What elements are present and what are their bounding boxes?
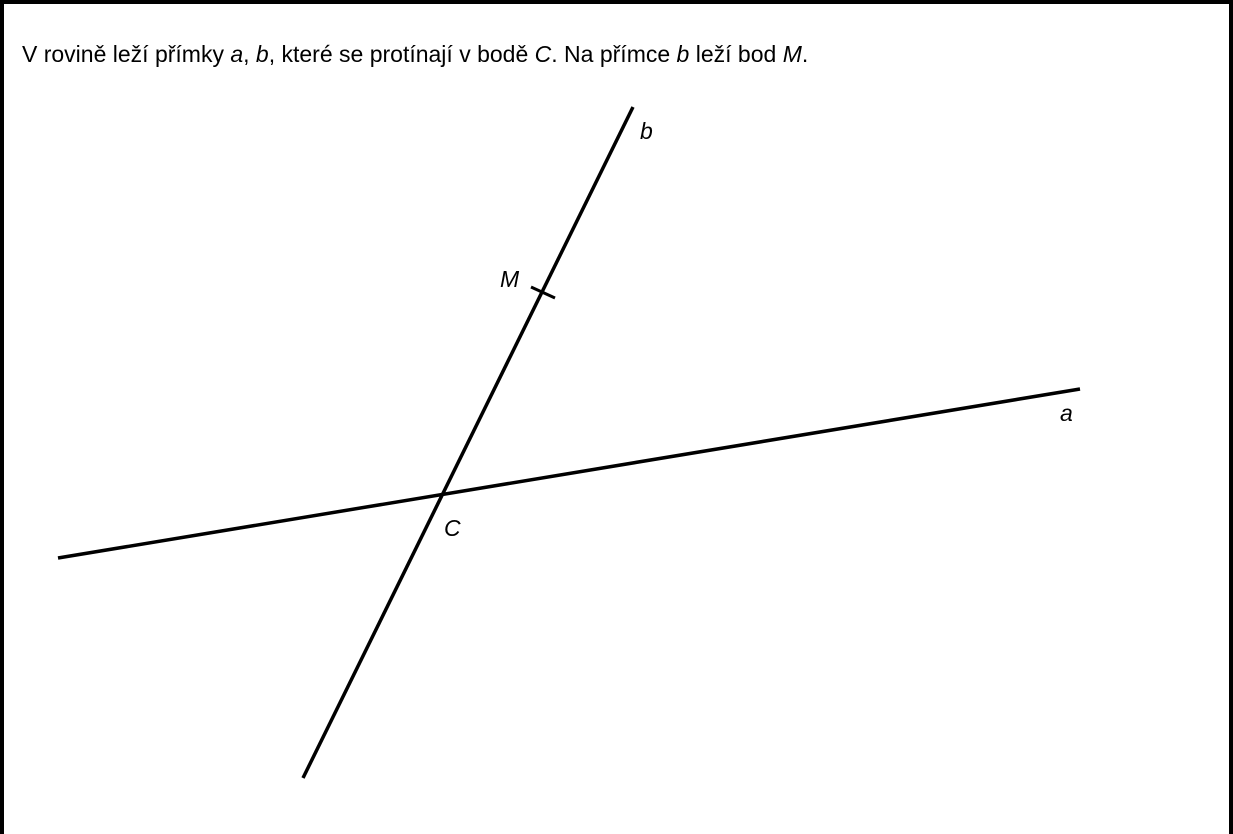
- statement-var-b: b: [255, 41, 269, 67]
- point-c-label: C: [444, 515, 461, 541]
- statement-var-m: M: [782, 41, 802, 67]
- statement-text-4: leží bod: [689, 41, 783, 67]
- statement-text-1: V rovině leží přímky: [22, 41, 231, 67]
- line-b-label: b: [640, 118, 653, 144]
- line-b: [301, 106, 635, 779]
- line-a-label: a: [1060, 400, 1073, 426]
- problem-statement: V rovině leží přímky a, b, které se prot…: [22, 40, 808, 68]
- statement-text-5: .: [801, 41, 809, 67]
- statement-text-2: , které se protínají v bodě: [268, 41, 535, 67]
- point-m-label: M: [500, 266, 520, 292]
- statement-var-a: a: [230, 41, 244, 67]
- statement-var-c: C: [534, 41, 552, 67]
- statement-text-3: . Na přímce: [551, 41, 677, 67]
- point-m-tick: [530, 285, 556, 300]
- line-a: [57, 387, 1081, 560]
- statement-var-b-second: b: [676, 41, 690, 67]
- statement-separator: ,: [243, 41, 256, 67]
